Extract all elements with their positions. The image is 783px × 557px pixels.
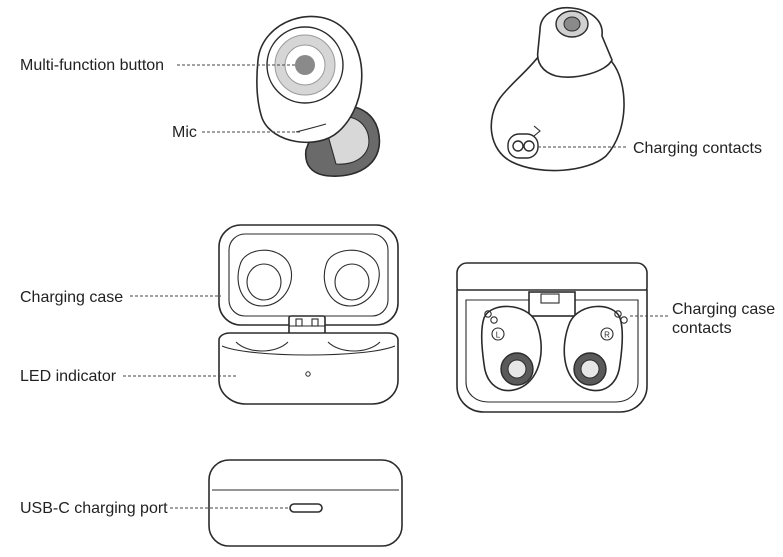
led-dot — [305, 371, 311, 377]
charging-contact-1 — [512, 140, 524, 152]
case-left-marking: L — [496, 331, 501, 340]
open-case-illustration — [218, 224, 399, 405]
mic-slot — [295, 123, 327, 133]
label-mic: Mic — [172, 124, 197, 141]
open-case-base — [218, 332, 399, 405]
case-left-earbud-contact-1 — [484, 310, 492, 318]
charging-contact-2 — [523, 140, 535, 152]
label-led-indicator: LED indicator — [20, 368, 117, 385]
label-charging-case-contacts-line1: Charging case — [672, 301, 776, 318]
earbud-front-illustration — [256, 15, 381, 177]
back-arrow-mark — [533, 125, 541, 137]
usb-c-port — [289, 503, 323, 513]
case-top-view-illustration: L R — [456, 262, 648, 413]
open-case-base-rim — [221, 345, 396, 356]
lid-cavity-left-inner — [246, 263, 282, 301]
leader-lines — [123, 64, 668, 509]
closed-case-illustration — [208, 459, 403, 547]
earbud-back-illustration — [490, 6, 625, 172]
case-left-eartip-inner — [507, 359, 527, 379]
open-case-lid — [218, 224, 399, 326]
label-charging-case-contacts-line2: contacts — [672, 320, 732, 337]
case-top-hinge-block — [528, 291, 576, 317]
button-core — [295, 55, 315, 75]
case-left-earbud-contact-2 — [490, 316, 498, 324]
case-top-inner — [465, 299, 639, 403]
label-multi-function-button: Multi-function button — [20, 57, 165, 74]
case-right-marking: R — [604, 331, 610, 340]
case-top-hinge-detail — [540, 293, 560, 304]
case-right-earbud-contact-2 — [620, 316, 628, 324]
lid-cavity-right-inner — [334, 263, 370, 301]
base-well-left — [235, 341, 289, 352]
base-well-right — [327, 341, 381, 352]
hinge-pin-2 — [311, 318, 319, 327]
lid-cavity-left — [237, 249, 293, 307]
eartip-nozzle — [563, 16, 581, 32]
label-charging-contacts: Charging contacts — [633, 140, 762, 157]
closed-case-body — [208, 459, 403, 547]
lid-cavity-right — [323, 249, 380, 307]
label-charging-case: Charging case — [20, 289, 124, 306]
case-right-marking-circle — [600, 327, 614, 341]
hinge-pin-1 — [295, 318, 303, 327]
case-left-marking-circle — [491, 327, 505, 341]
label-usb-c-charging-port: USB-C charging port — [20, 500, 168, 517]
case-right-eartip-inner — [580, 359, 600, 379]
case-right-earbud-contact-1 — [614, 310, 622, 318]
